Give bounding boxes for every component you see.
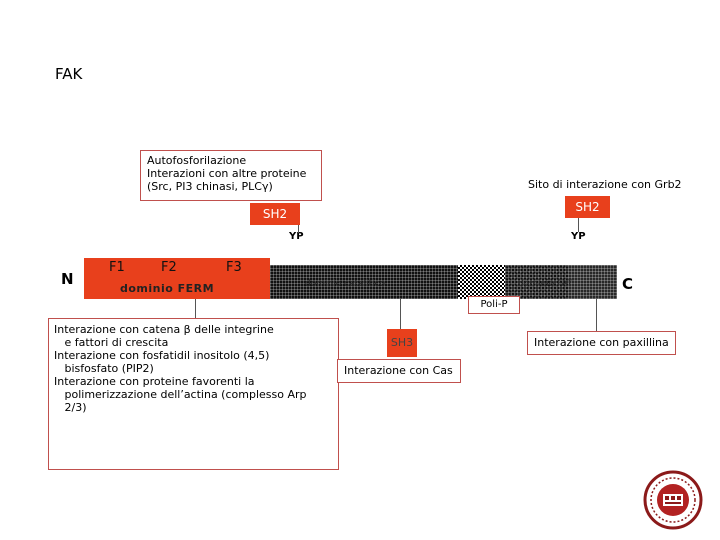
autophosphorylation-box: Autofosforilazione Interazioni con altre…	[140, 150, 322, 201]
ferm-domain-bar	[84, 258, 270, 299]
box-bottom-line: Interazione con fosfatidil inositolo (4,…	[54, 349, 270, 362]
kinase-domain-bar	[270, 265, 458, 299]
connector-line	[298, 225, 299, 233]
yp-right-label: YP	[571, 231, 586, 242]
box-top-line: Autofosforilazione	[147, 154, 247, 167]
sh3-box: SH3	[387, 329, 417, 357]
cas-interaction-box: Interazione con Cas	[337, 359, 461, 383]
university-seal-logo	[643, 470, 703, 530]
connector-line	[596, 299, 597, 331]
grb2-site-label: Sito di interazione con Grb2	[528, 178, 682, 191]
fat-domain-bar	[505, 265, 617, 299]
yp-left-label: YP	[289, 231, 304, 242]
connector-line	[578, 218, 579, 232]
subdomain-f3-label: F3	[226, 260, 242, 275]
kinase-domain-label: dominio catalitico	[305, 279, 386, 289]
sh2-right-box: SH2	[565, 196, 610, 218]
connector-line	[195, 299, 196, 319]
c-terminus-label: C	[622, 275, 634, 293]
ferm-domain-label: dominio FERM	[120, 282, 215, 295]
box-top-line: (Src, PI3 chinasi, PLCγ)	[147, 180, 273, 193]
box-bottom-line: e fattori di crescita	[54, 336, 169, 349]
fat-domain-label: dominio FAT	[518, 279, 573, 289]
box-bottom-line: Interazione con proteine favorenti la	[54, 375, 255, 388]
paxillin-interaction-label: Interazione con paxillina	[534, 336, 669, 349]
ferm-interactions-box: Interazione con catena β delle integrine…	[48, 318, 339, 470]
sh2-left-box: SH2	[250, 203, 300, 225]
box-bottom-line: polimerizzazione dell’actina (complesso …	[54, 388, 307, 401]
box-bottom-line: Interazione con catena β delle integrine	[54, 323, 274, 336]
box-bottom-line: 2/3)	[54, 401, 87, 414]
subdomain-f2-label: F2	[161, 260, 177, 275]
cas-interaction-label: Interazione con Cas	[344, 364, 453, 377]
connector-line	[400, 299, 401, 329]
box-top-line: Interazioni con altre proteine	[147, 167, 307, 180]
page-title: FAK	[55, 65, 83, 83]
paxillin-interaction-box: Interazione con paxillina	[527, 331, 676, 355]
subdomain-f1-label: F1	[109, 260, 125, 275]
box-bottom-line: bisfosfato (PIP2)	[54, 362, 154, 375]
n-terminus-label: N	[61, 270, 74, 288]
poli-p-box: Poli-P	[468, 296, 520, 314]
